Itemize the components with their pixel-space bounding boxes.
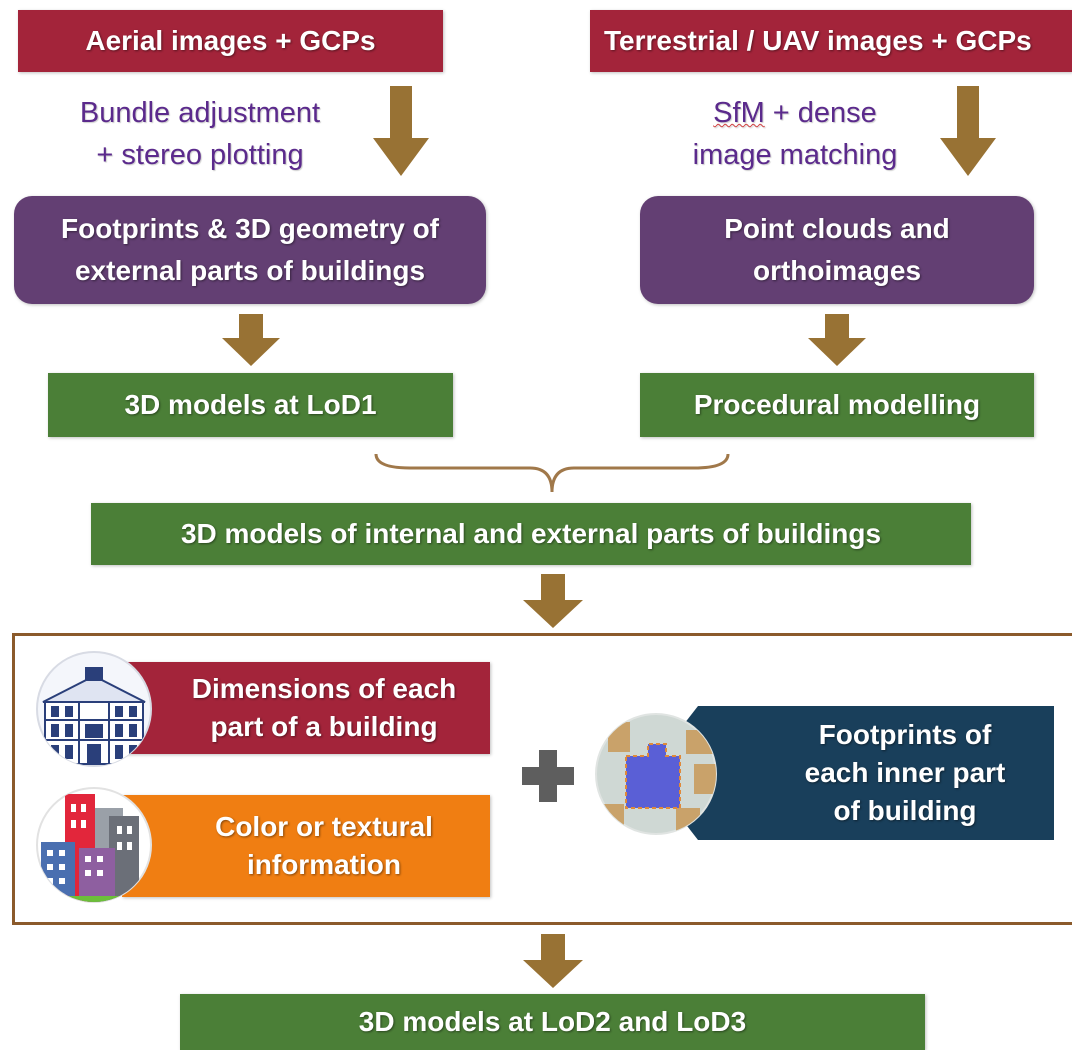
footprint-map-icon — [595, 713, 717, 835]
footprints-inner-box-shape — [646, 706, 1054, 840]
merged-models-label: 3D models of internal and external parts… — [180, 518, 882, 549]
bundle-adjustment-line1: Bundle adjustment — [79, 97, 321, 129]
merged-models-box: 3D models of internal and external parts… — [91, 503, 971, 565]
final-models-label: 3D models at LoD2 and LoD3 — [358, 1006, 747, 1037]
arrow-down-icon — [523, 574, 583, 628]
sfm-line2: image matching — [692, 139, 898, 171]
aerial-images-label: Aerial images + GCPs — [85, 25, 376, 56]
color-texture-box: Color or textural information — [122, 795, 490, 897]
terrestrial-images-label: Terrestrial / UAV images + GCPs — [604, 25, 1032, 56]
color-texture-line1: Color or textural — [215, 811, 433, 842]
footprints-inner-box: Footprints of each inner part of buildin… — [756, 706, 1054, 840]
bundle-adjustment-line2: + stereo plotting — [96, 139, 304, 171]
aerial-images-box: Aerial images + GCPs — [18, 10, 443, 72]
plus-icon — [522, 750, 574, 802]
arrow-down-icon — [222, 314, 280, 366]
bundle-adjustment-text: Bundle adjustment + stereo plotting — [50, 92, 350, 176]
footprints-geometry-box: Footprints & 3D geometry of external par… — [14, 196, 486, 304]
procedural-modelling-box: Procedural modelling — [640, 373, 1034, 437]
color-texture-line2: information — [247, 849, 401, 880]
footprints-geometry-line1: Footprints & 3D geometry of — [60, 213, 439, 244]
sfm-text: SfM + dense image matching — [660, 92, 930, 176]
terrestrial-images-box: Terrestrial / UAV images + GCPs — [590, 10, 1072, 72]
point-clouds-box: Point clouds and orthoimages — [640, 196, 1034, 304]
point-clouds-line2: orthoimages — [752, 255, 922, 286]
arrow-down-icon — [523, 934, 583, 988]
final-models-box: 3D models at LoD2 and LoD3 — [180, 994, 925, 1050]
procedural-modelling-label: Procedural modelling — [693, 389, 981, 420]
point-clouds-line1: Point clouds and — [724, 213, 950, 244]
arrow-down-icon — [373, 86, 429, 176]
arrow-down-icon — [808, 314, 866, 366]
arrow-down-icon — [940, 86, 996, 176]
footprints-geometry-line2: external parts of buildings — [74, 255, 426, 286]
lod1-models-box: 3D models at LoD1 — [48, 373, 453, 437]
city-buildings-icon — [36, 787, 152, 903]
sfm-word: SfM — [713, 97, 765, 129]
dimensions-line2: part of a building — [210, 711, 438, 742]
footprints-inner-line3: of building — [833, 795, 977, 826]
dimensions-box: Dimensions of each part of a building — [122, 662, 490, 754]
footprints-inner-line2: each inner part — [804, 757, 1006, 788]
building-facade-icon — [36, 651, 152, 767]
sfm-line1-rest: + dense — [764, 97, 877, 129]
footprints-inner-line1: Footprints of — [818, 719, 992, 750]
merge-brace — [374, 453, 730, 493]
dimensions-line1: Dimensions of each — [191, 673, 457, 704]
lod1-models-label: 3D models at LoD1 — [124, 389, 377, 420]
